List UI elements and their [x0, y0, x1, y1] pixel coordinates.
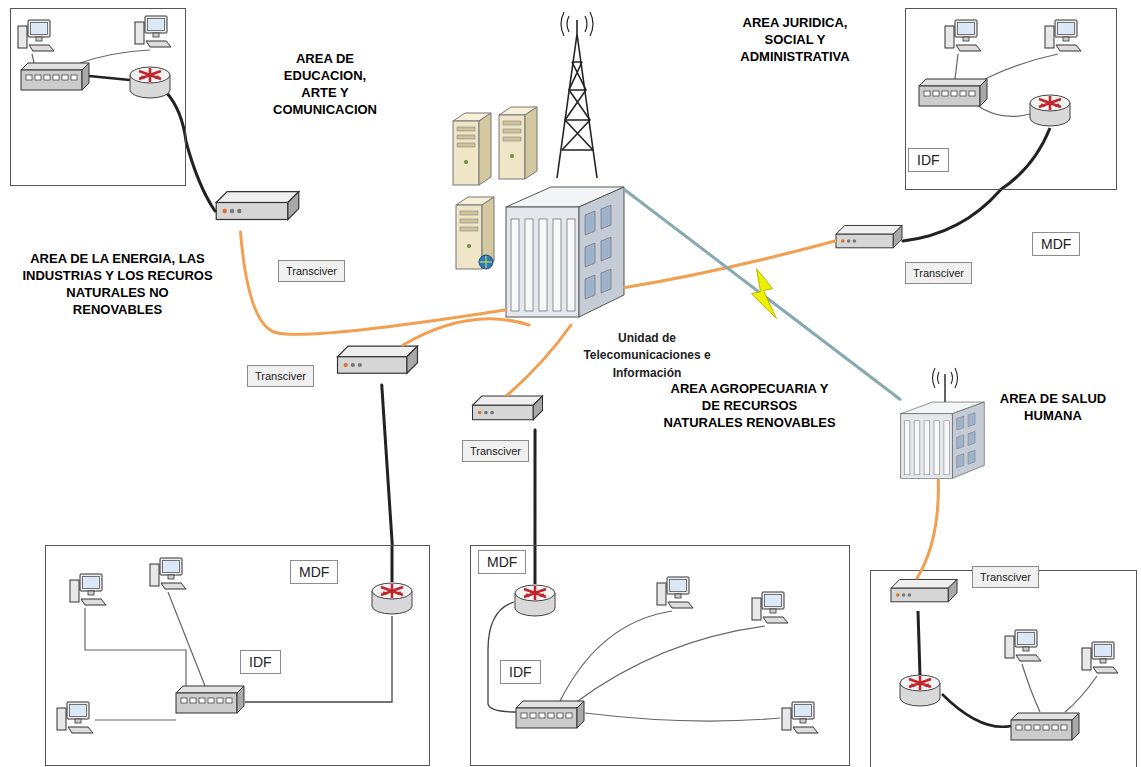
- area-box: AREA JURIDICA, SOCIAL Y ADMINISTRATIVAID…: [905, 8, 1117, 190]
- antenna: [933, 368, 958, 402]
- cable-link: [186, 142, 215, 212]
- building-icon: [506, 187, 624, 317]
- area-heading: AREA DE SALUD HUMANA: [998, 390, 1108, 424]
- transceiver-label: Transciver: [905, 262, 972, 284]
- frame-label: IDF: [509, 664, 532, 680]
- radio-tower: [557, 12, 597, 178]
- fiber-link: [403, 319, 529, 345]
- lan-devices: [900, 611, 1118, 740]
- transceiver: Transciver: [890, 578, 958, 612]
- lan-devices: [488, 546, 818, 733]
- area-heading: AREA DE EDUCACION, ARTE Y COMUNICACION: [265, 50, 385, 119]
- frame-tag: MDF: [1032, 232, 1080, 256]
- remote-building: AREA DE SALUD HUMANA: [900, 395, 985, 480]
- frame-tag: MDF: [290, 560, 338, 584]
- transceiver: Transciver: [470, 395, 545, 430]
- lan-devices: [57, 546, 412, 733]
- frame-label: MDF: [487, 554, 517, 570]
- area-box: AREA DE EDUCACION, ARTE Y COMUNICACION: [10, 8, 186, 186]
- transceiver-icon: [216, 192, 299, 220]
- fiber-link: [241, 232, 506, 334]
- frame-tag: IDF: [908, 148, 949, 172]
- transceiver-icon: [891, 579, 957, 601]
- globe-icon: [480, 256, 492, 268]
- frame-label: MDF: [1041, 236, 1071, 252]
- transceiver-icon: [338, 346, 418, 373]
- transceiver-label: Transciver: [278, 260, 345, 282]
- transceiver-icon: [473, 396, 543, 420]
- unit-label: Unidad de Telecomunicaciones e Informaci…: [578, 330, 716, 382]
- frame-tag: IDF: [500, 660, 541, 684]
- area-box: AREA DE LA ENERGIA, LAS INDUSTRIAS Y LOS…: [45, 545, 430, 766]
- area-heading: AREA DE LA ENERGIA, LAS INDUSTRIAS Y LOS…: [20, 250, 215, 319]
- lan-devices: [18, 16, 186, 141]
- central-unit: Unidad de Telecomunicaciones e Informaci…: [505, 175, 625, 325]
- fiber-link: [917, 480, 938, 578]
- transceiver-icon: [836, 225, 902, 247]
- transceiver-label: Transciver: [462, 440, 529, 462]
- area-heading: AREA JURIDICA, SOCIAL Y ADMINISTRATIVA: [725, 14, 865, 65]
- transceiver-label: Transciver: [247, 365, 314, 387]
- server-icon: [456, 197, 494, 269]
- area-box: AREA AGROPECUARIA Y DE RECURSOS NATURALE…: [470, 545, 850, 766]
- frame-label: IDF: [917, 152, 940, 168]
- transceiver: Transciver: [835, 222, 903, 260]
- transceiver: Transciver: [215, 190, 300, 232]
- fiber-link: [508, 325, 572, 395]
- globe-icon: [479, 255, 493, 269]
- transceiver: Transciver: [335, 345, 420, 385]
- frame-label: IDF: [249, 654, 272, 670]
- frame-label: MDF: [299, 564, 329, 580]
- cable-link: [382, 385, 393, 545]
- frame-tag: MDF: [478, 550, 526, 574]
- building-icon: [901, 402, 985, 478]
- fiber-link: [625, 241, 835, 288]
- wireless-bolt: [752, 269, 777, 319]
- transceiver-label: Transciver: [972, 566, 1039, 588]
- cable-link: [533, 430, 536, 545]
- area-frame: [871, 571, 1137, 767]
- server-icon: [499, 107, 537, 179]
- cable-link: [903, 190, 1000, 241]
- area-heading: AREA AGROPECUARIA Y DE RECURSOS NATURALE…: [662, 380, 837, 431]
- server-icon: [453, 113, 491, 185]
- frame-tag: IDF: [240, 650, 281, 674]
